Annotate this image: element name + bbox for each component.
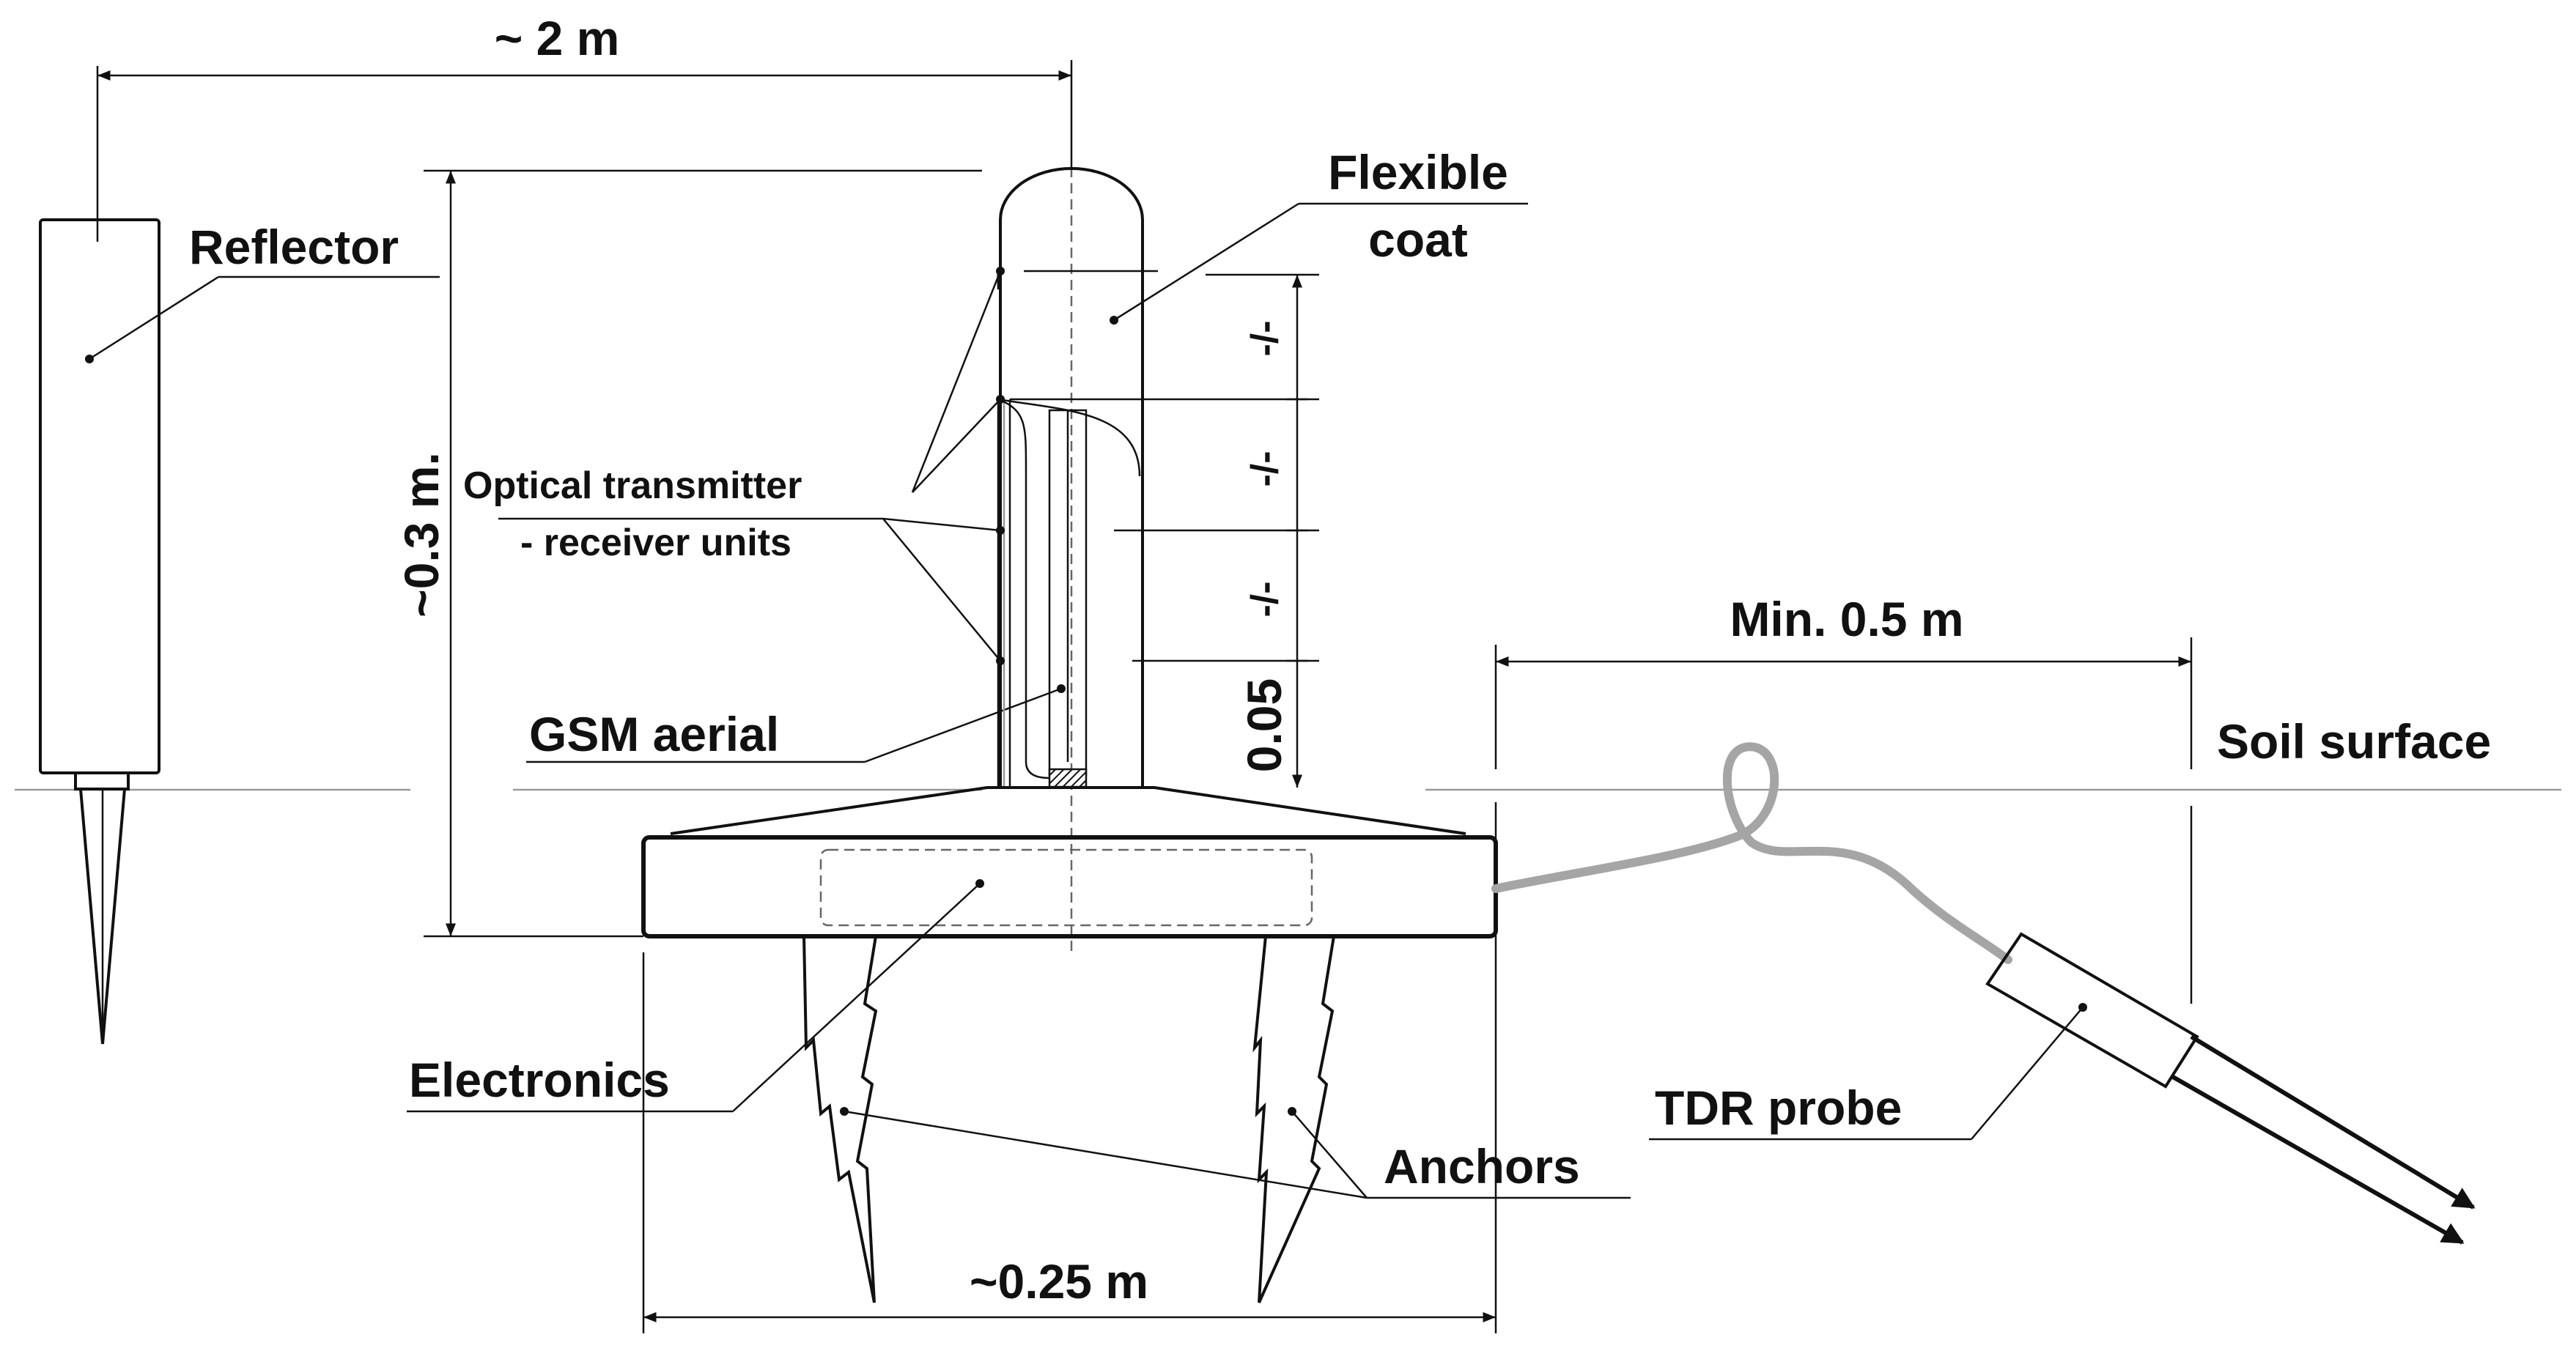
min-distance-label: Min. 0.5 m [1730,592,1963,646]
optical-label-line2: - receiver units [520,522,791,564]
reflector: Reflector [39,218,440,1045]
dimension-height: ~0.3 m. [394,169,982,938]
anchors: Anchors [802,935,1631,1303]
gsm-aerial: GSM aerial [526,409,1088,788]
flexible-coat-label-line2: coat [1368,212,1468,267]
gsm-aerial-label: GSM aerial [529,707,779,761]
spacing-label-3: -/- [1244,581,1286,617]
dimension-min-distance: Min. 0.5 m [1494,592,2193,1004]
dimension-base-width: ~0.25 m [642,802,1497,1333]
electronics-label: Electronics [409,1053,670,1107]
tdr-probe: TDR probe [1491,742,2476,1245]
flexible-coat-label-line1: Flexible [1328,145,1508,199]
height-label: ~0.3 m. [394,452,449,618]
tdr-probe-label: TDR probe [1655,1081,1902,1135]
soil-surface-label: Soil surface [2217,714,2491,769]
dimension-2m: ~ 2 m [96,11,1073,242]
flexible-coat: Flexible coat [999,145,1528,788]
spacing-label-2: -/- [1244,451,1286,486]
anchors-label: Anchors [1384,1139,1580,1193]
optical-units: Optical transmitter - receiver units [463,267,1141,788]
spacing-label-1: -/- [1244,320,1286,356]
base-width-label: ~0.25 m [970,1254,1148,1308]
optical-label-line1: Optical transmitter [463,464,802,507]
base-housing [641,786,1498,938]
reflector-label: Reflector [189,220,399,274]
spacing-dimensions: -/- -/- -/- 0.05 [1010,273,1319,788]
dimension-2m-label: ~ 2 m [495,11,620,65]
electronics-callout: Electronics [407,879,984,1113]
spacing-label-last: 0.05 [1237,678,1291,772]
